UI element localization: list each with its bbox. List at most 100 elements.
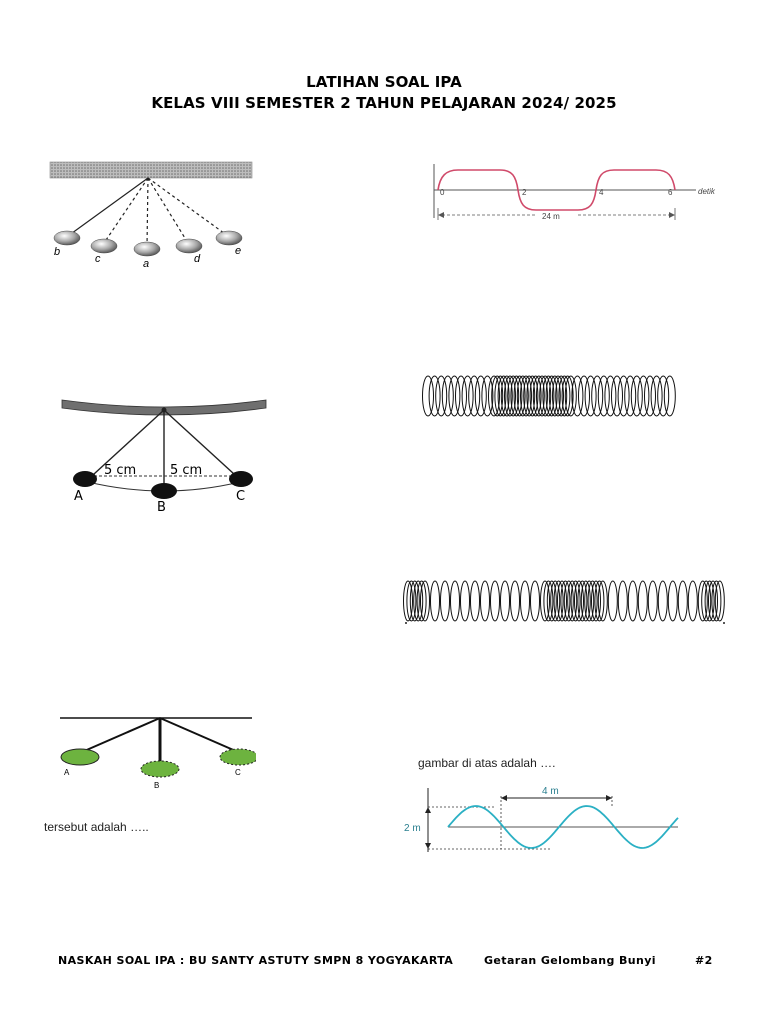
- left-question-text: tersebut adalah …..: [44, 820, 149, 834]
- spring-coil: [580, 580, 591, 622]
- string-right: [163, 409, 235, 475]
- time-unit-label: detik: [698, 187, 716, 196]
- string-d: [147, 177, 189, 244]
- spring-coil: [468, 375, 481, 417]
- spring-coil: [657, 580, 668, 622]
- footer-left: NASKAH SOAL IPA : BU SANTY ASTUTY SMPN 8…: [58, 954, 454, 967]
- spring-coil: [560, 580, 571, 622]
- spring-coil: [409, 580, 420, 622]
- spring-coil: [510, 580, 520, 622]
- spring-coil: [555, 375, 568, 417]
- pendulum-five-positions-figure: b c a d e: [48, 158, 258, 270]
- pendulum-green-figure: A B C: [56, 708, 256, 794]
- spring-coil: [516, 375, 529, 417]
- spring-coil: [561, 375, 574, 417]
- spring-coil: [591, 580, 601, 622]
- tick-2: 2: [522, 188, 527, 197]
- spring-coil: [624, 375, 637, 417]
- spring-coil: [644, 375, 656, 417]
- string-left: [93, 409, 165, 475]
- spring-coil: [630, 375, 643, 417]
- string-b: [67, 177, 149, 237]
- spring-coil: [553, 580, 564, 622]
- spring-coil: [617, 375, 630, 417]
- pendulum-abc-figure: 5 cm 5 cm A B C: [60, 396, 270, 516]
- spring-coil: [513, 375, 526, 417]
- spring-coil: [497, 375, 510, 417]
- spring-coil: [523, 375, 536, 417]
- spring-coil: [611, 375, 623, 417]
- distance-left-label: 5 cm: [104, 463, 136, 478]
- pendulum-label-A: A: [64, 768, 70, 777]
- spring-coil: [481, 375, 494, 417]
- string-e: [147, 177, 229, 237]
- spring-coil: [500, 580, 510, 622]
- spring-coil: [571, 375, 584, 417]
- spring-coil: [591, 375, 604, 417]
- sine-wave-figure: 4 m 2 m: [400, 780, 685, 858]
- sine-curve: [447, 805, 679, 849]
- spring-coil: [448, 375, 461, 417]
- pendulum-label-A: A: [74, 489, 83, 504]
- spring-coil: [542, 375, 555, 417]
- spring-coil: [539, 375, 552, 417]
- tick-0: 0: [440, 188, 445, 197]
- spring-coil: [577, 580, 588, 622]
- spring-coil: [578, 375, 590, 417]
- bob-A: [60, 748, 100, 766]
- bob-C: [219, 748, 256, 766]
- spring-coil: [460, 580, 470, 622]
- bob-c: [90, 238, 118, 254]
- spring-coil: [440, 580, 450, 622]
- spring-coil: [584, 580, 595, 622]
- pendulum-label-a: a: [143, 258, 149, 270]
- spring-coil: [504, 375, 516, 417]
- spring-coil: [550, 580, 561, 622]
- distance-label: 24 m: [542, 212, 560, 221]
- wavelength-label: 4 m: [542, 786, 559, 797]
- spring-coil: [510, 375, 523, 417]
- pendulum-label-C: C: [235, 768, 241, 777]
- pendulum-label-d: d: [194, 253, 201, 265]
- spring-wave-figure-2: [402, 574, 728, 628]
- spring-coil: [530, 580, 540, 622]
- spring-coil: [667, 580, 678, 622]
- spring-coil: [494, 375, 507, 417]
- spring-coil: [420, 580, 430, 622]
- spring-coil: [563, 580, 574, 622]
- spring-coil: [430, 580, 440, 622]
- bob-d: [175, 238, 203, 254]
- bob-B: [140, 760, 180, 778]
- spring-coil: [574, 580, 584, 622]
- spring-coil: [543, 580, 554, 622]
- pendulum-label-C: C: [236, 489, 245, 504]
- spring-coil: [546, 580, 557, 622]
- spring-coil: [714, 580, 725, 622]
- tick-6: 6: [668, 188, 673, 197]
- spring-coil: [657, 375, 670, 417]
- spring-coil: [532, 375, 545, 417]
- spring-coil: [406, 580, 417, 622]
- spring-coil: [536, 375, 548, 417]
- curved-support: [61, 399, 267, 416]
- spring-coil: [455, 375, 467, 417]
- spring-coil: [637, 580, 648, 622]
- spring-coil: [557, 580, 567, 622]
- bob-b: [53, 230, 81, 246]
- spring-coil: [594, 580, 605, 622]
- spring-coil: [637, 375, 650, 417]
- spring-coil: [428, 375, 441, 417]
- spring-coil: [697, 580, 708, 622]
- spring-coil: [461, 375, 474, 417]
- bob-a: [133, 241, 161, 257]
- spring-coil: [564, 375, 577, 417]
- amplitude-label: 2 m: [404, 823, 421, 834]
- spring-coil: [607, 580, 618, 622]
- spring-coil: [597, 580, 608, 622]
- spring-coil: [548, 375, 561, 417]
- spring-coil: [711, 580, 722, 622]
- pendulum-label-b: b: [54, 246, 60, 258]
- spring-coil: [435, 375, 448, 417]
- string-left: [81, 717, 161, 753]
- spring-coil: [490, 580, 500, 622]
